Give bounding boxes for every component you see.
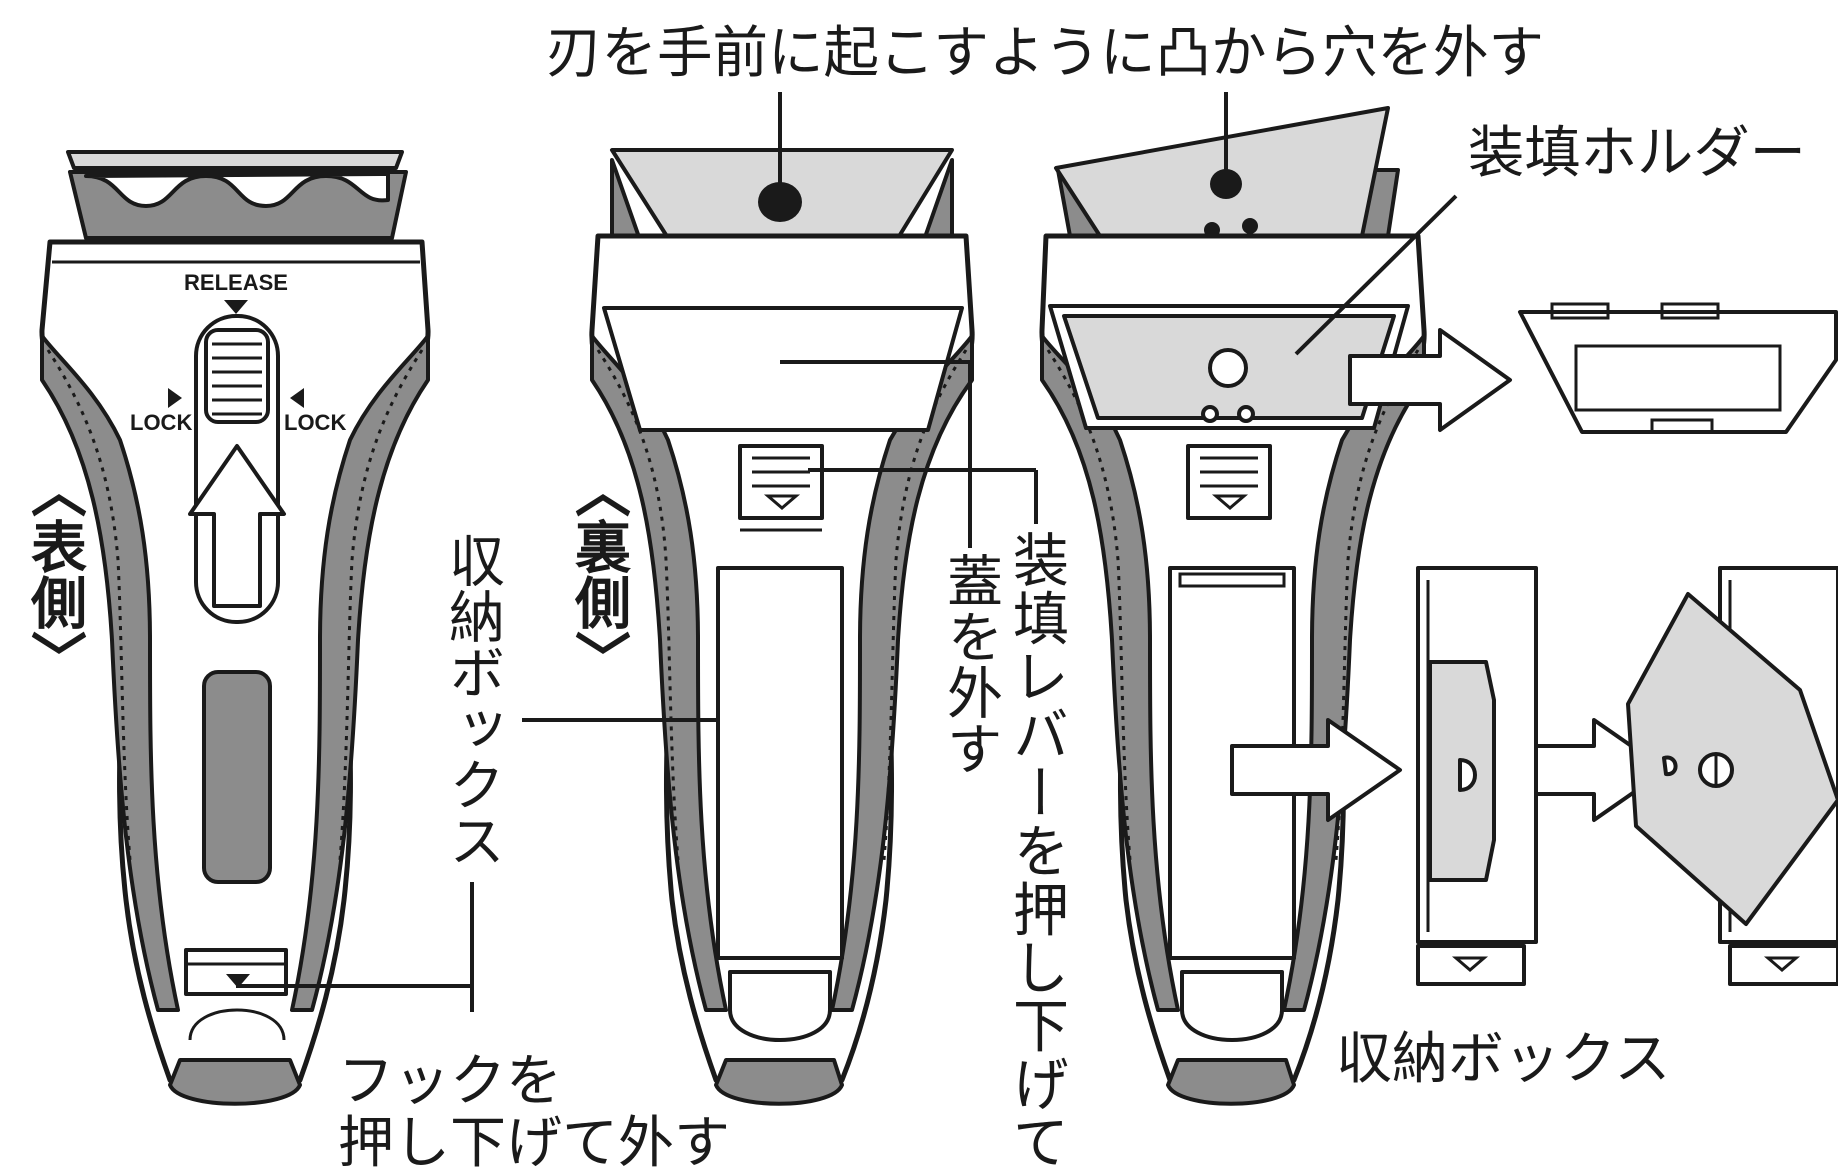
lever-push-label: 装填レバーを押し下げて [1004,530,1069,1170]
storage-box-vertical-label: 収納ボックス [440,532,505,868]
front-grip-left [40,334,180,1012]
front-side-label: 〈表側〉 [22,462,88,686]
release-arrow [224,300,248,314]
scraper-open-view [1039,106,1427,1106]
hook-label-line1: フックを [338,1049,562,1114]
back-storage-ring [728,970,832,1042]
back-storage-box [716,566,844,960]
back-blade-hole [758,182,802,222]
removed-loading-holder [1518,302,1838,434]
open-holder-hole [1208,348,1248,388]
back-grip-right [830,334,974,1012]
slide-up-arrow [188,444,286,608]
top-instruction-text: 刃を手前に起こすように凸から穴を外す [546,21,1544,86]
arrow-to-holder [1348,328,1512,432]
front-grip-bumps-right [338,349,424,861]
storage-box-blade-out [1626,566,1838,986]
front-blade [66,150,404,170]
lock-right-arrow [290,388,304,408]
back-side-label: 〈裏側〉 [566,462,632,686]
lock-slider-ridges [212,342,262,416]
lid-remove-label: 蓋を外す [938,552,1003,776]
storage-box-bottom-label: 収納ボックス [1336,1027,1670,1092]
front-grip-right [290,334,430,1012]
leader-holder [1294,194,1458,356]
hook-label-line2: 押し下げて外す [338,1111,730,1173]
back-lever-arrow [763,494,801,510]
hook-down-arrow [226,974,250,988]
lock-right-label: LOCK [284,410,346,435]
open-grip-left [1040,334,1180,1012]
storage-box-with-blade [1416,566,1538,986]
back-grip-bumps-left [596,349,680,861]
scraper-front-view: RELEASE LOCK LOCK [39,150,431,1106]
back-grip-left [590,334,728,1012]
front-bottom-tip [168,1058,302,1106]
open-blade-hole [1210,169,1242,199]
front-hook-ring [188,1008,286,1041]
lock-left-arrow [168,388,182,408]
loading-holder-label: 装填ホルダー [1468,121,1806,186]
arrow-to-box [1230,718,1402,822]
scraper-back-view [589,148,975,1106]
back-lid [602,306,964,432]
front-grip-bumps-left [46,349,132,861]
release-label: RELEASE [184,270,288,295]
open-bottom-tip [1166,1058,1296,1106]
front-window [202,670,272,884]
back-bottom-tip [714,1058,844,1106]
open-grip-right [1282,334,1426,1012]
front-blade-wave [84,172,390,208]
lock-left-label: LOCK [130,410,192,435]
